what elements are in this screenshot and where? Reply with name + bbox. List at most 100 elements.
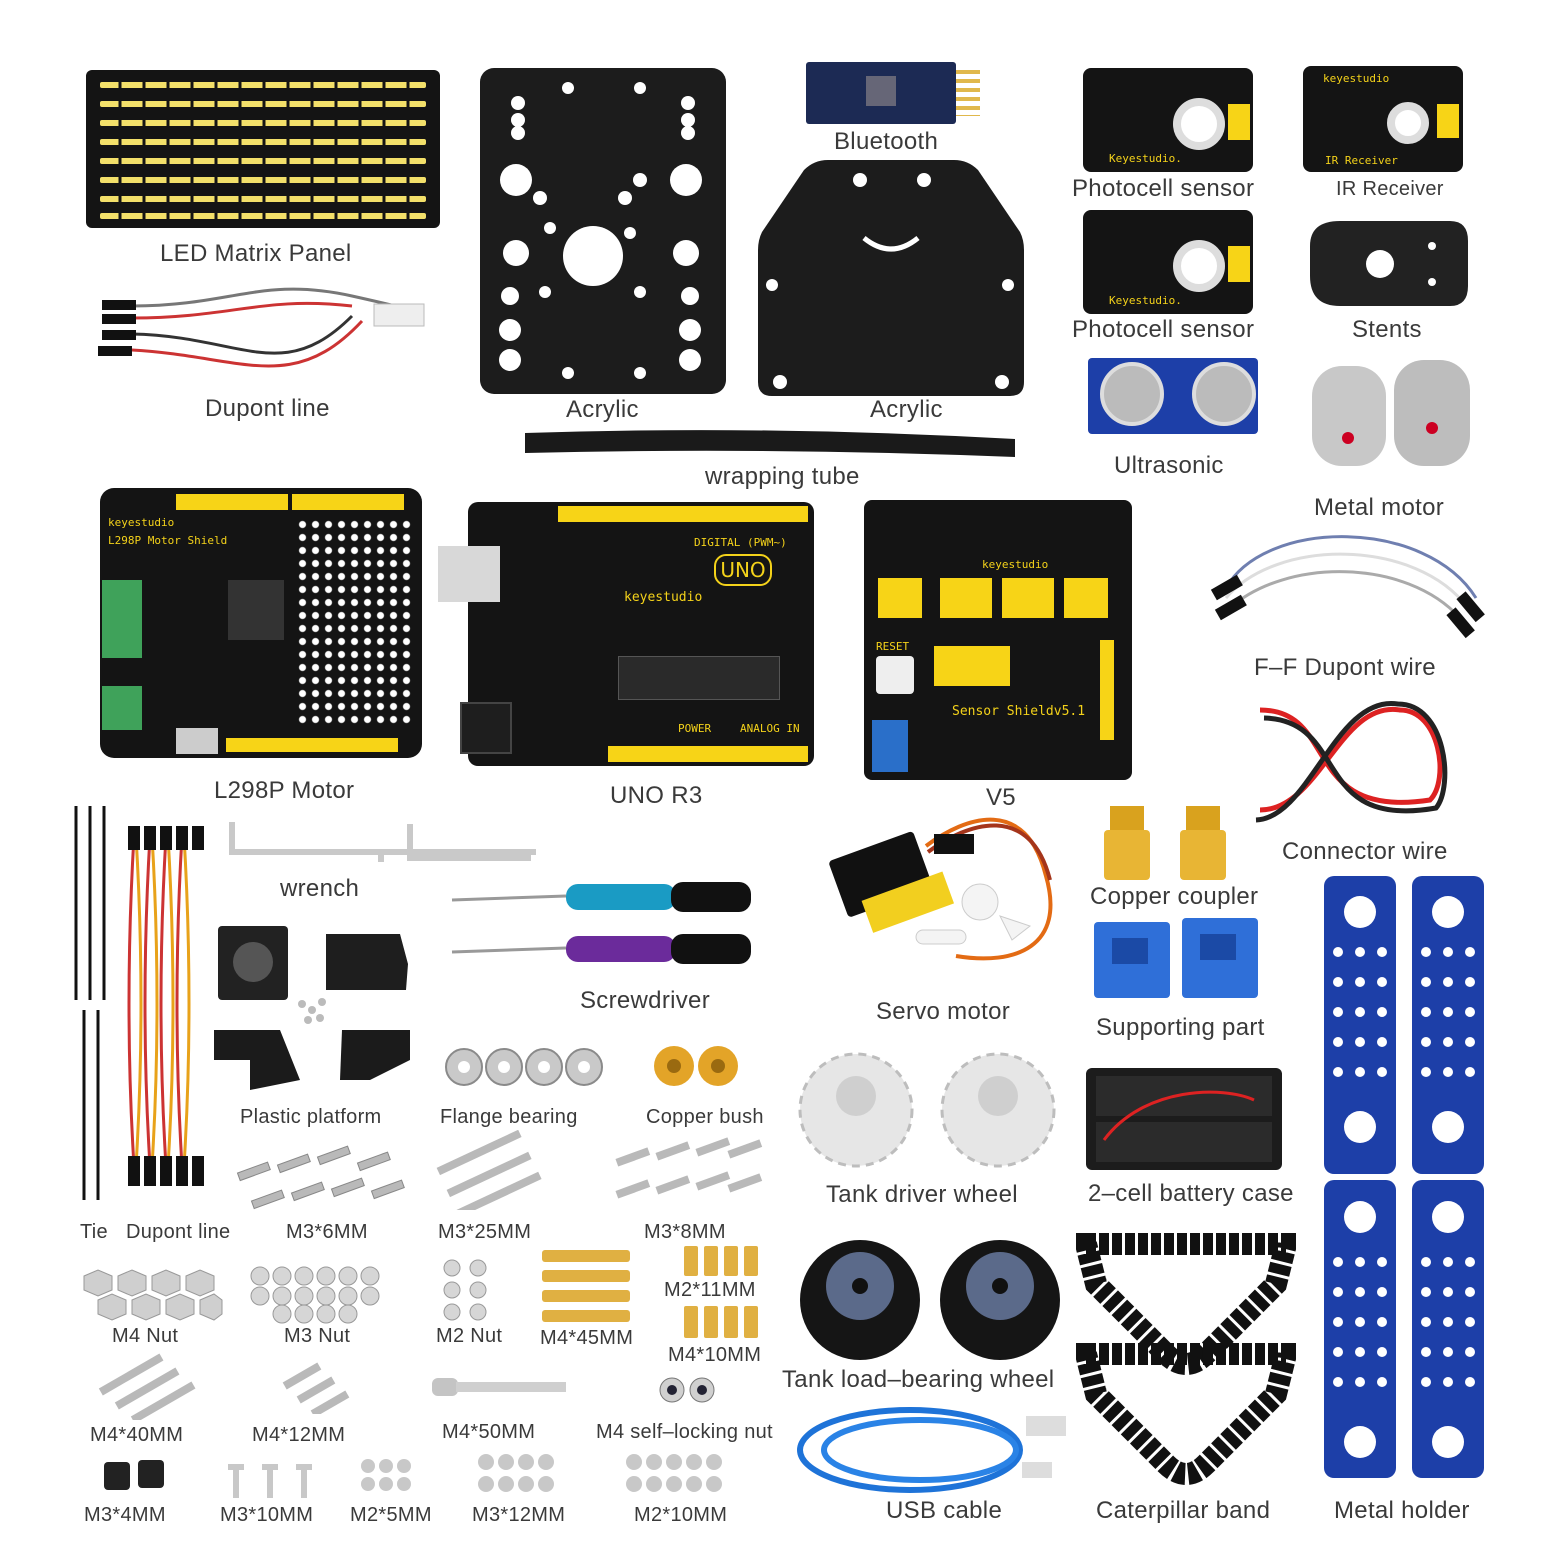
ff-dupont-wire — [1210, 535, 1485, 639]
screwdrivers — [451, 882, 751, 964]
label-m3-nut: M3 Nut — [284, 1325, 351, 1347]
label-m4x50: M4*50MM — [442, 1421, 536, 1443]
bluetooth-module — [806, 62, 980, 124]
led-matrix-panel — [86, 70, 440, 228]
label-uno: UNO R3 — [610, 782, 703, 809]
screws-m3x10 — [228, 1464, 312, 1498]
standoffs-m4x45 — [542, 1250, 630, 1322]
label-m3x6: M3*6MM — [286, 1221, 368, 1243]
usb-cable — [797, 1407, 1066, 1493]
l298p-brand: keyestudio — [108, 516, 175, 529]
copper-bushes — [654, 1046, 738, 1086]
label-m4x10: M4*10MM — [668, 1344, 762, 1366]
label-m3x10: M3*10MM — [220, 1504, 314, 1526]
dupont-line-bottom — [127, 826, 204, 1186]
label-caterpillar: Caterpillar band — [1096, 1497, 1271, 1524]
screws-m3x25 — [436, 1130, 542, 1210]
ultrasonic-sensor — [1088, 358, 1258, 434]
label-flange-bearing: Flange bearing — [440, 1106, 578, 1128]
screws-m3x6 — [236, 1145, 405, 1210]
label-m4x12: M4*12MM — [252, 1424, 346, 1446]
ir-brand: keyestudio — [1323, 72, 1390, 85]
flange-bearings — [445, 1048, 603, 1086]
label-stents: Stents — [1352, 316, 1422, 343]
uno-brand: keyestudio — [624, 590, 703, 605]
label-tie: Tie — [80, 1221, 108, 1243]
copper-couplers — [1104, 806, 1226, 880]
label-m4-nut: M4 Nut — [112, 1325, 179, 1347]
label-m4-self-locking: M4 self–locking nut — [596, 1421, 773, 1443]
wrenches — [229, 822, 536, 862]
led-grid-icon — [100, 70, 426, 228]
label-m2-nut: M2 Nut — [436, 1325, 503, 1347]
screws-m3x8 — [615, 1137, 763, 1199]
screws-m4x40 — [98, 1353, 196, 1420]
label-dupont-line-bottom: Dupont line — [126, 1221, 231, 1243]
screws-m3x4 — [104, 1460, 164, 1490]
caterpillar-band — [1076, 1233, 1296, 1485]
screws-m2x5 — [361, 1459, 411, 1491]
label-copper-bush: Copper bush — [646, 1106, 764, 1128]
nuts-m2 — [443, 1259, 487, 1321]
uno-digital-label: DIGITAL (PWM~) — [694, 536, 787, 549]
standoffs-m4x10 — [684, 1306, 758, 1338]
label-m2x10: M2*10MM — [634, 1504, 728, 1526]
label-usb-cable: USB cable — [886, 1497, 1003, 1524]
label-v5: V5 — [986, 784, 1016, 811]
label-ultrasonic: Ultrasonic — [1114, 452, 1224, 479]
label-m3x25: M3*25MM — [438, 1221, 532, 1243]
label-metal-motor: Metal motor — [1314, 494, 1445, 521]
label-supporting-part: Supporting part — [1096, 1014, 1265, 1041]
screws-m2x10 — [626, 1454, 722, 1492]
label-metal-holder: Metal holder — [1334, 1497, 1470, 1524]
label-wrench: wrench — [280, 875, 360, 902]
standoffs-m2x11 — [684, 1246, 758, 1276]
plastic-platform — [214, 926, 410, 1090]
screws-m3x12 — [478, 1454, 554, 1492]
battery-case — [1086, 1068, 1282, 1170]
self-locking-nuts — [659, 1377, 715, 1403]
label-servo: Servo motor — [876, 998, 1011, 1025]
label-dupont-line-top: Dupont line — [205, 395, 330, 422]
uno-logo: UNO — [714, 554, 772, 586]
label-m3x8: M3*8MM — [644, 1221, 726, 1243]
label-plastic-platform: Plastic platform — [240, 1106, 382, 1128]
tank-load-wheels — [800, 1240, 1060, 1360]
l298p-motor-shield: keyestudio L298P Motor Shield — [100, 488, 422, 758]
label-tank-load-wheel: Tank load–bearing wheel — [782, 1366, 1055, 1393]
nuts-m4 — [83, 1269, 223, 1321]
label-l298p: L298P Motor — [214, 777, 355, 804]
v5-board-title: Sensor Shieldv5.1 — [952, 704, 1086, 719]
v5-brand: keyestudio — [982, 558, 1049, 571]
v5-sensor-shield: keyestudio RESET Sensor Shieldv5.1 — [864, 500, 1132, 780]
label-m2x11: M2*11MM — [664, 1279, 756, 1301]
connector-wire — [1255, 701, 1448, 823]
uno-analog-label: ANALOG IN — [740, 722, 800, 735]
screws-m4x12 — [282, 1362, 350, 1414]
uno-power-label: POWER — [678, 722, 712, 735]
label-copper-coupler: Copper coupler — [1090, 883, 1259, 910]
label-wrapping-tube: wrapping tube — [705, 463, 860, 490]
v5-reset-label: RESET — [876, 640, 910, 653]
label-m3x12: M3*12MM — [472, 1504, 566, 1526]
ir-receiver-board: keyestudio IR Receiver — [1303, 66, 1463, 172]
label-m2x5: M2*5MM — [350, 1504, 432, 1526]
acrylic-plate-2 — [758, 160, 1024, 396]
photocell-sensor-1: Keyestudio. — [1083, 68, 1253, 172]
uno-r3-board: DIGITAL (PWM~) UNO keyestudio POWER ANAL… — [438, 502, 814, 766]
label-m4x40: M4*40MM — [90, 1424, 184, 1446]
label-connector-wire: Connector wire — [1282, 838, 1448, 865]
label-screwdriver: Screwdriver — [580, 987, 710, 1014]
label-battery-case: 2–cell battery case — [1088, 1180, 1294, 1207]
photocell-brand: Keyestudio. — [1109, 152, 1182, 165]
acrylic-plate-1 — [480, 68, 726, 394]
label-photocell-2: Photocell sensor — [1072, 316, 1255, 343]
nuts-m3 — [250, 1266, 380, 1324]
supporting-parts — [1094, 918, 1258, 998]
servo-motor — [829, 817, 1053, 961]
photocell-sensor-2: Keyestudio. — [1083, 210, 1253, 314]
label-bluetooth: Bluetooth — [834, 128, 939, 155]
tank-driver-wheels — [798, 1052, 1056, 1168]
label-acrylic-2: Acrylic — [870, 396, 943, 423]
ir-board-text: IR Receiver — [1325, 154, 1398, 167]
